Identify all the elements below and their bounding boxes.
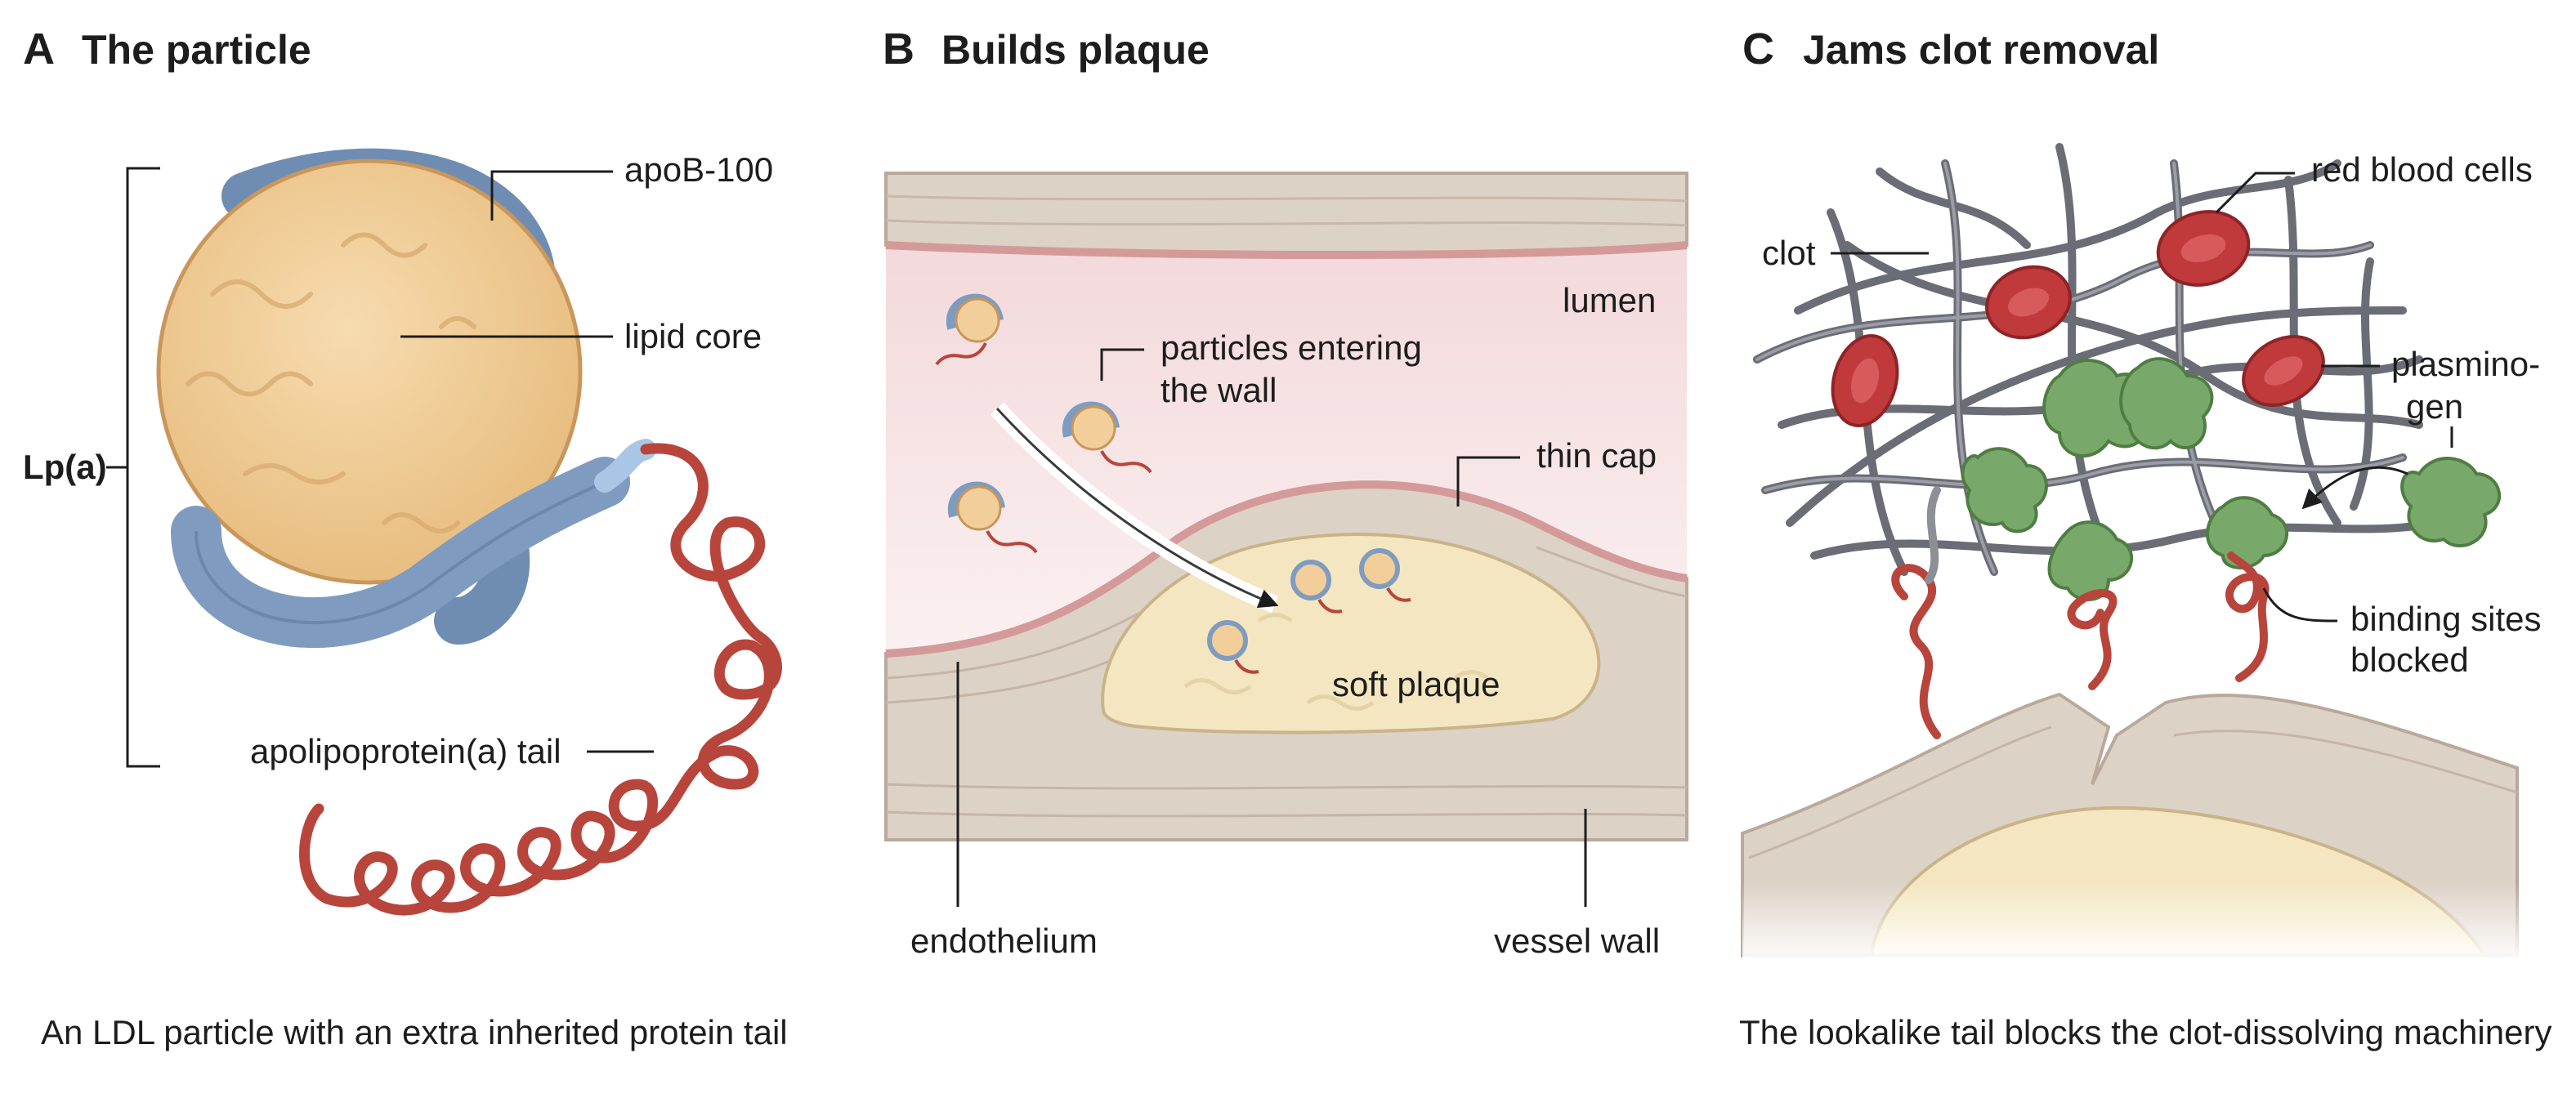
- panel-c-caption: The lookalike tail blocks the clot-disso…: [1739, 1013, 2551, 1051]
- plasminogen: [2047, 520, 2133, 601]
- panel-b-title: Builds plaque: [941, 27, 1210, 73]
- plasminogen-label-2: gen: [2406, 387, 2463, 426]
- binding-sites-label-1: binding sites: [2350, 600, 2541, 638]
- clot-label: clot: [1762, 234, 1816, 272]
- panel-b: B Builds plaque: [883, 25, 1688, 960]
- thin-cap-label: thin cap: [1536, 436, 1657, 475]
- binding-sites-label-2: blocked: [2350, 640, 2469, 679]
- lpa-bracket: [126, 167, 160, 768]
- lipid-core-label: lipid core: [624, 317, 762, 355]
- apo-a-hinge: [594, 439, 656, 493]
- upper-vessel-wall: [884, 172, 1688, 257]
- apob-label: apoB-100: [624, 150, 773, 189]
- tail-label: apolipoprotein(a) tail: [250, 732, 561, 770]
- panel-a-letter: A: [23, 25, 55, 74]
- panel-c-title: Jams clot removal: [1803, 27, 2159, 73]
- plasminogen: [2042, 359, 2150, 458]
- plasminogen: [1961, 447, 2048, 533]
- lumen-label: lumen: [1563, 281, 1656, 319]
- lpa-label: Lp(a): [23, 448, 107, 486]
- blocking-tails: [1891, 551, 2270, 739]
- plasminogen: [2206, 496, 2288, 569]
- plasminogen-molecules: [1961, 357, 2501, 601]
- panel-a-caption: An LDL particle with an extra inherited …: [41, 1013, 788, 1051]
- lipid-core: [156, 158, 583, 585]
- red-blood-cells-label: red blood cells: [2311, 150, 2533, 189]
- red-blood-cells: [1831, 210, 2325, 427]
- entering-particles: [935, 293, 1411, 674]
- plasminogen-arrow: [2301, 466, 2408, 510]
- endothelium-label: endothelium: [910, 922, 1098, 960]
- particles-entering-label-1: particles entering: [1161, 328, 1422, 367]
- plasminogen-free: [2400, 457, 2501, 548]
- panel-a: A The particle Lp(a) apoB-100 lipid core: [23, 25, 788, 1051]
- particles-entering-label-2: the wall: [1161, 371, 1277, 409]
- plasminogen-label-1: plasmino-: [2391, 345, 2540, 383]
- soft-plaque-label: soft plaque: [1332, 665, 1500, 703]
- plasminogen: [2119, 357, 2214, 450]
- panel-c: C Jams clot removal: [1739, 25, 2551, 1051]
- apolipoprotein-a-tail: [299, 443, 782, 916]
- vessel-wall-label: vessel wall: [1494, 922, 1660, 960]
- panel-b-letter: B: [883, 25, 915, 74]
- panel-a-title: The particle: [82, 27, 311, 73]
- core-texture: [186, 232, 476, 533]
- panel-c-letter: C: [1742, 25, 1774, 74]
